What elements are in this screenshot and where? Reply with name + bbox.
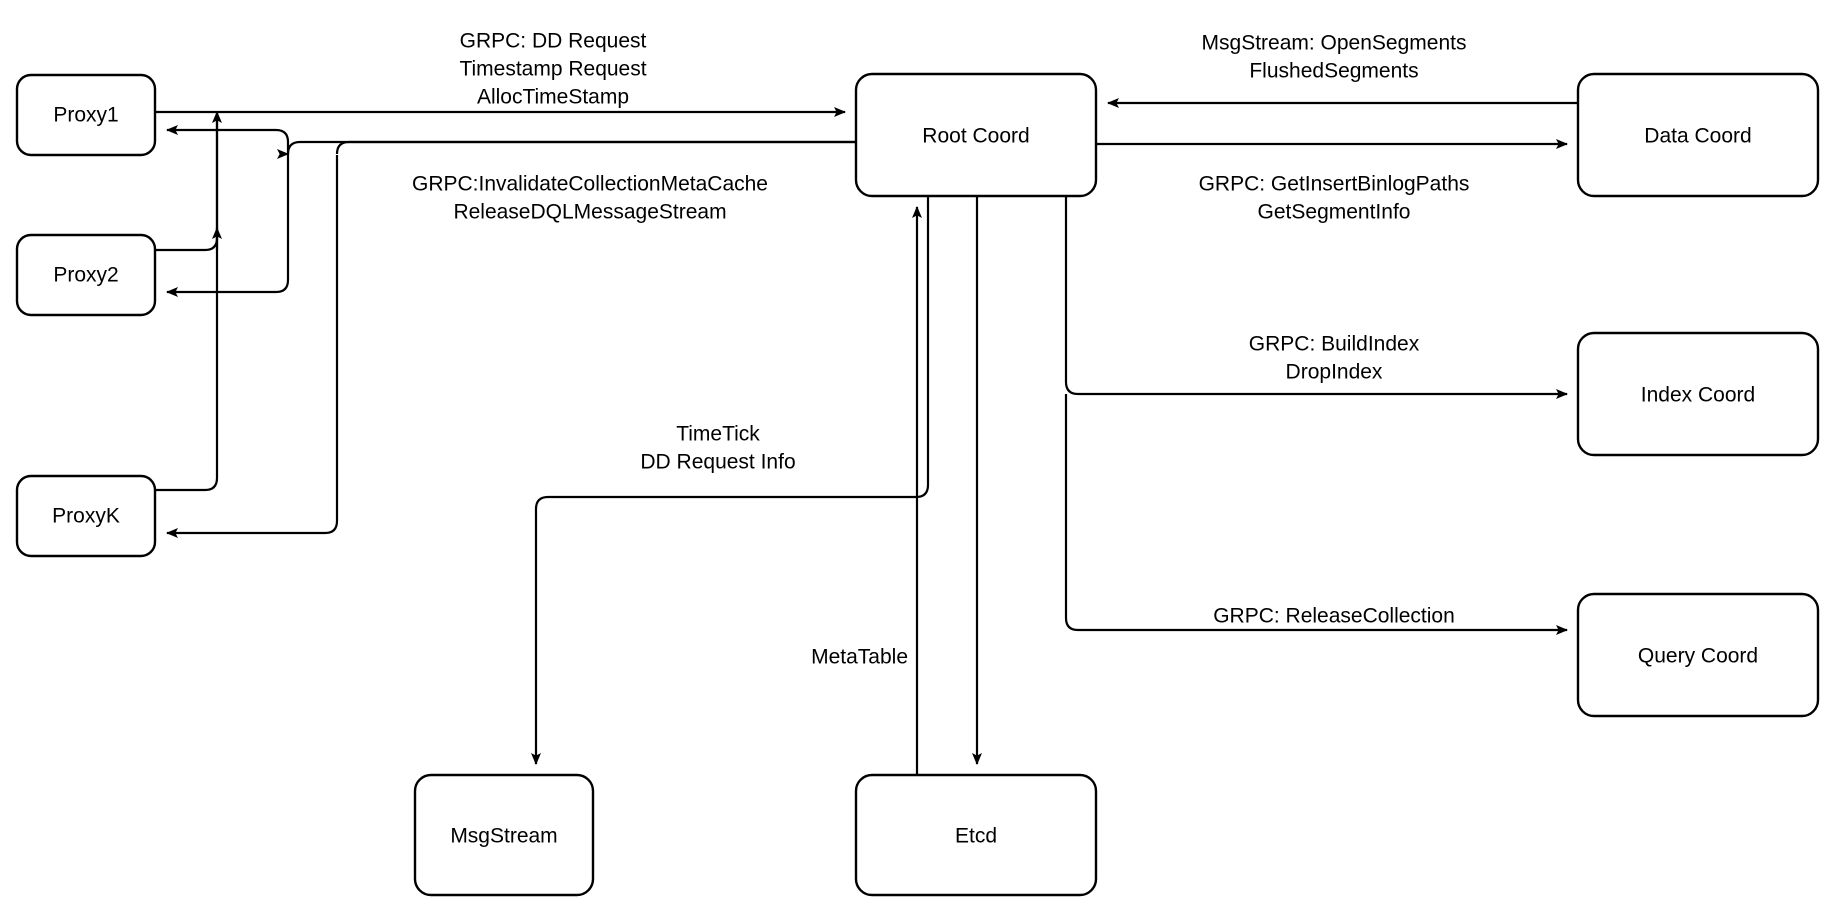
- edge-rootcoord-to-proxy2: [166, 142, 290, 297]
- node-msgstream-box[interactable]: [413, 773, 595, 897]
- edge-label-root-to-etcd: MetaTable: [811, 646, 908, 669]
- edge-layer: [155, 98, 1578, 775]
- edge-label-root-to-query: GRPC: ReleaseCollection: [1213, 605, 1455, 628]
- edge-label-root-to-data-line1: GRPC: GetInsertBinlogPaths: [1199, 173, 1470, 196]
- edge-label-root-to-index-line1: GRPC: BuildIndex: [1249, 333, 1420, 356]
- edge-label-layer: GRPC: DD Request Timestamp Request Alloc…: [412, 30, 1469, 669]
- node-proxy2[interactable]: Proxy2: [15, 233, 157, 317]
- node-msgstream[interactable]: MsgStream: [413, 773, 595, 897]
- edge-label-root-to-msgstream-line1: TimeTick: [676, 423, 760, 446]
- node-datacoord-box[interactable]: [1576, 72, 1820, 198]
- edge-label-root-to-msgstream-line2: DD Request Info: [640, 451, 795, 474]
- edge-label-root-to-data-line2: GetSegmentInfo: [1258, 201, 1411, 224]
- edge-label-proxy-to-root-line2: Timestamp Request: [459, 58, 646, 81]
- edge-label-data-to-root-line1: MsgStream: OpenSegments: [1202, 32, 1467, 55]
- node-proxyk-label: ProxyK: [52, 505, 120, 528]
- node-querycoord-label: Query Coord: [1638, 645, 1758, 668]
- node-querycoord-box[interactable]: [1576, 592, 1820, 718]
- edge-rootcoord-to-msgstream: [531, 196, 930, 765]
- edge-rootcoord-to-proxyk: [166, 155, 339, 538]
- edge-label-root-to-etcd-line1: MetaTable: [811, 646, 908, 669]
- edge-label-root-to-msgstream: TimeTick DD Request Info: [640, 423, 795, 474]
- node-proxy2-box[interactable]: [15, 233, 157, 317]
- node-proxyk-box[interactable]: [15, 474, 157, 558]
- edge-label-root-to-proxy: GRPC:InvalidateCollectionMetaCache Relea…: [412, 173, 768, 224]
- edge-label-data-to-root: MsgStream: OpenSegments FlushedSegments: [1202, 32, 1467, 83]
- node-etcd-box[interactable]: [854, 773, 1098, 897]
- edge-label-data-to-root-line2: FlushedSegments: [1249, 60, 1418, 83]
- edge-rootcoord-to-querycoord: [1064, 394, 1568, 635]
- node-proxy1[interactable]: Proxy1: [15, 73, 157, 157]
- node-proxy1-label: Proxy1: [53, 104, 118, 127]
- edge-proxyk-to-rootcoord: [155, 111, 222, 492]
- node-querycoord[interactable]: Query Coord: [1576, 592, 1820, 718]
- node-rootcoord-label: Root Coord: [922, 125, 1029, 148]
- node-proxyk[interactable]: ProxyK: [15, 474, 157, 558]
- edge-label-root-to-index-line2: DropIndex: [1286, 361, 1383, 384]
- node-etcd[interactable]: Etcd: [854, 773, 1098, 897]
- edge-label-root-to-query-line1: GRPC: ReleaseCollection: [1213, 605, 1455, 628]
- node-datacoord-label: Data Coord: [1644, 125, 1751, 148]
- edge-label-proxy-to-root-line3: AllocTimeStamp: [477, 86, 629, 109]
- node-etcd-label: Etcd: [955, 825, 997, 848]
- edge-rootcoord-to-proxy1: [283, 140, 856, 155]
- node-rootcoord-box[interactable]: [854, 72, 1098, 198]
- edge-proxy2-to-rootcoord: [155, 227, 222, 252]
- node-indexcoord-box[interactable]: [1576, 331, 1820, 457]
- edge-label-root-to-data: GRPC: GetInsertBinlogPaths GetSegmentInf…: [1199, 173, 1470, 224]
- node-indexcoord[interactable]: Index Coord: [1576, 331, 1820, 457]
- node-indexcoord-label: Index Coord: [1641, 384, 1755, 407]
- edge-rootcoord-to-proxyk-head: [335, 140, 856, 155]
- node-datacoord[interactable]: Data Coord: [1576, 72, 1820, 198]
- edge-rootcoord-to-indexcoord: [1064, 196, 1568, 399]
- node-proxy1-box[interactable]: [15, 73, 157, 157]
- edge-label-root-to-index: GRPC: BuildIndex DropIndex: [1249, 333, 1420, 384]
- edge-label-proxy-to-root: GRPC: DD Request Timestamp Request Alloc…: [459, 30, 646, 109]
- edge-label-root-to-proxy-line1: GRPC:InvalidateCollectionMetaCache: [412, 173, 768, 196]
- node-rootcoord[interactable]: Root Coord: [854, 72, 1098, 198]
- node-layer: Proxy1 Proxy2 ProxyK Root Coord Data Coo…: [15, 72, 1820, 897]
- edge-label-root-to-proxy-line2: ReleaseDQLMessageStream: [453, 201, 726, 224]
- edge-label-proxy-to-root-line1: GRPC: DD Request: [460, 30, 647, 53]
- edge-rootcoord-to-proxy1-tail: [166, 125, 290, 143]
- node-msgstream-label: MsgStream: [450, 825, 557, 848]
- node-proxy2-label: Proxy2: [53, 264, 118, 287]
